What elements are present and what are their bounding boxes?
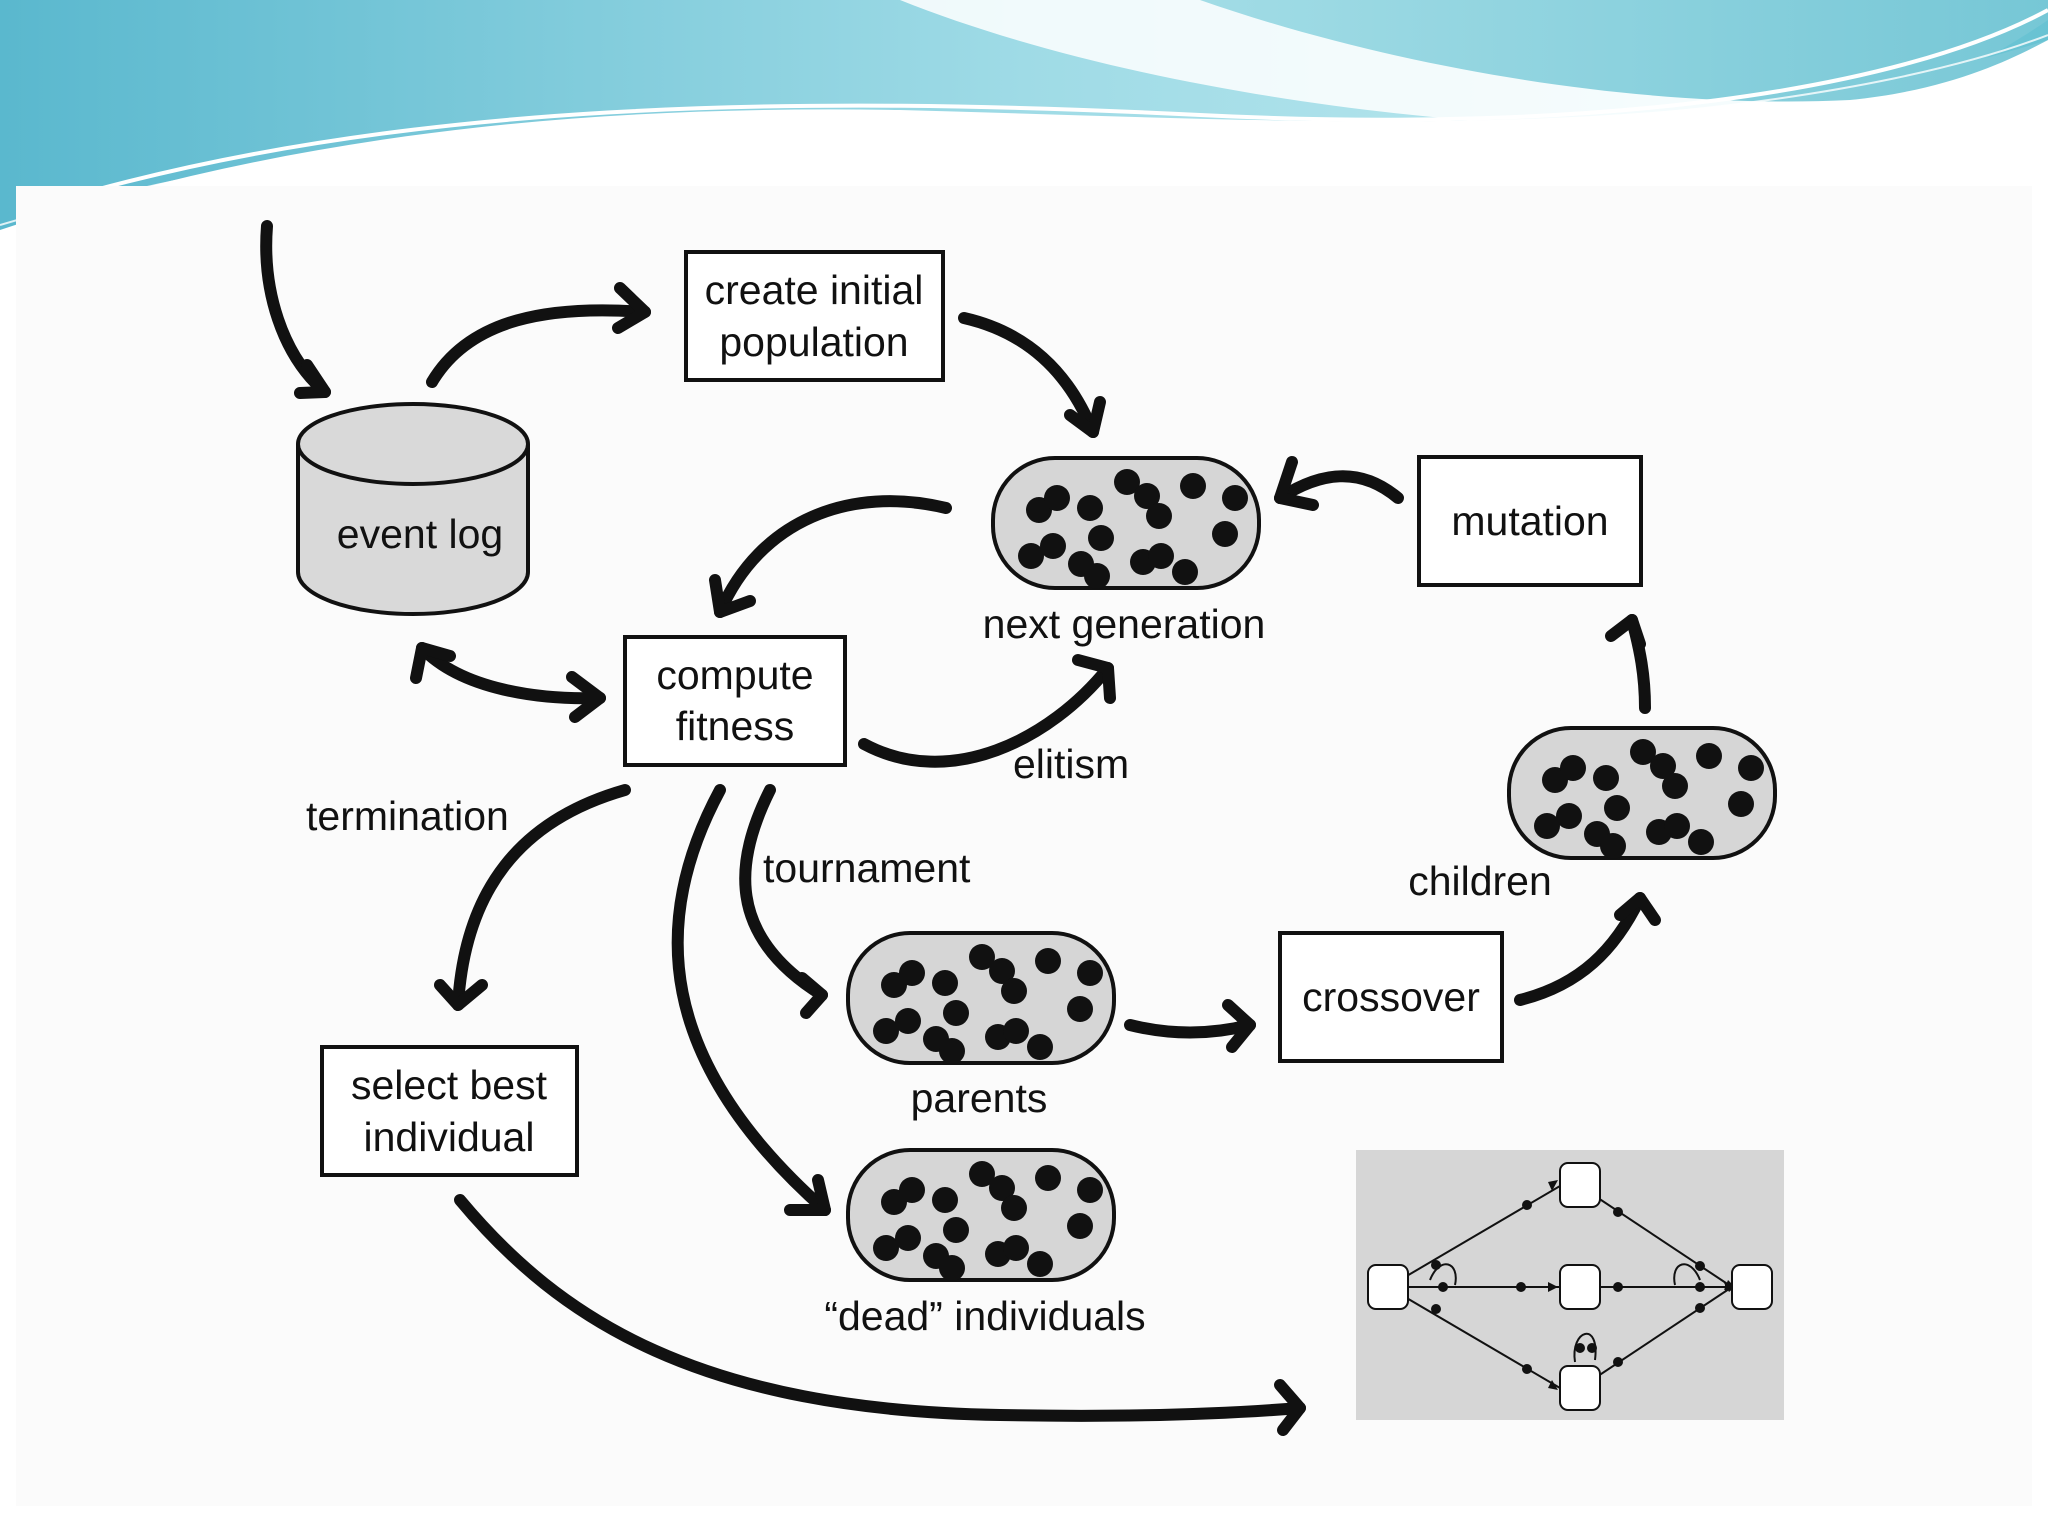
individual-dot — [1003, 1018, 1029, 1044]
individual-dot — [1146, 503, 1172, 529]
individual-dot — [1148, 543, 1174, 569]
select-best-individual-line1: select best — [351, 1062, 548, 1108]
create-initial-population-box: create initial population — [684, 250, 945, 382]
individual-dot — [989, 1175, 1015, 1201]
dead-individuals-pod — [846, 1148, 1116, 1282]
elitism-label: elitism — [1013, 741, 1129, 787]
flow-arrows — [260, 220, 1661, 1436]
individual-dot — [932, 970, 958, 996]
individual-dot — [1018, 543, 1044, 569]
individual-dot — [989, 958, 1015, 984]
individual-dot — [1003, 1235, 1029, 1261]
individual-dot — [1212, 521, 1238, 547]
individual-dot — [1696, 743, 1722, 769]
individual-dot — [1077, 1177, 1103, 1203]
children-label: children — [1408, 858, 1552, 904]
individual-dot — [1560, 755, 1586, 781]
individual-dot — [1593, 765, 1619, 791]
individual-dot — [1067, 996, 1093, 1022]
header-banner — [0, 0, 2048, 230]
individual-dot — [1688, 829, 1714, 855]
individual-dot — [873, 1235, 899, 1261]
individual-dot — [1728, 791, 1754, 817]
individual-dot — [1027, 1034, 1053, 1060]
tournament-label: tournament — [763, 845, 971, 891]
individual-dot — [1172, 559, 1198, 585]
next-generation-label: next generation — [983, 601, 1266, 647]
individual-dot — [1114, 469, 1140, 495]
individual-dot — [1630, 739, 1656, 765]
select-best-individual-line2: individual — [364, 1114, 535, 1160]
individual-dot — [1088, 525, 1114, 551]
parents-pod — [846, 931, 1116, 1065]
individual-dot — [1222, 485, 1248, 511]
individual-dot — [1738, 755, 1764, 781]
select-best-individual-box: select best individual — [320, 1045, 579, 1177]
individual-dot — [1650, 753, 1676, 779]
individual-dot — [899, 1177, 925, 1203]
termination-label: termination — [306, 793, 509, 839]
individual-dot — [1662, 773, 1688, 799]
individual-dot — [1035, 1165, 1061, 1191]
individual-dot — [1084, 563, 1110, 589]
compute-fitness-box: compute fitness — [623, 635, 847, 767]
individual-dot — [939, 1255, 965, 1281]
individual-dot — [1534, 813, 1560, 839]
individual-dot — [1077, 960, 1103, 986]
individual-dot — [895, 1008, 921, 1034]
mutation-label: mutation — [1451, 498, 1608, 544]
population-dots-icon — [1507, 726, 1777, 860]
individual-dot — [1664, 813, 1690, 839]
event-log-label: event log — [337, 511, 503, 557]
mutation-box: mutation — [1417, 455, 1643, 587]
individual-dot — [1604, 795, 1630, 821]
individual-dot — [943, 1217, 969, 1243]
process-model-graph-icon — [1356, 1150, 1784, 1420]
individual-dot — [969, 944, 995, 970]
individual-dot — [873, 1018, 899, 1044]
next-generation-pod — [991, 456, 1261, 590]
create-initial-population-line2: population — [719, 319, 908, 365]
children-pod — [1507, 726, 1777, 860]
individual-dot — [1027, 1251, 1053, 1277]
individual-dot — [1044, 485, 1070, 511]
individual-dot — [1067, 1213, 1093, 1239]
individual-dot — [1040, 533, 1066, 559]
individual-dot — [899, 960, 925, 986]
individual-dot — [1077, 495, 1103, 521]
individual-dot — [1180, 473, 1206, 499]
individual-dot — [939, 1038, 965, 1064]
population-dots-icon — [846, 1148, 1116, 1282]
compute-fitness-line2: fitness — [676, 703, 795, 749]
crossover-label: crossover — [1302, 974, 1480, 1020]
compute-fitness-line1: compute — [656, 652, 813, 698]
individual-dot — [1035, 948, 1061, 974]
individual-dot — [1001, 978, 1027, 1004]
create-initial-population-line1: create initial — [705, 267, 924, 313]
individual-dot — [1134, 483, 1160, 509]
individual-dot — [1556, 803, 1582, 829]
event-log-database: event log — [296, 402, 530, 616]
individual-dot — [932, 1187, 958, 1213]
individual-dot — [943, 1000, 969, 1026]
database-cylinder-icon — [296, 402, 530, 616]
individual-dot — [1001, 1195, 1027, 1221]
population-dots-icon — [846, 931, 1116, 1065]
dead-individuals-label: “dead” individuals — [824, 1293, 1145, 1339]
individual-dot — [969, 1161, 995, 1187]
individual-dot — [1600, 833, 1626, 859]
individual-dot — [895, 1225, 921, 1251]
parents-label: parents — [911, 1075, 1048, 1121]
crossover-box: crossover — [1278, 931, 1504, 1063]
population-dots-icon — [991, 456, 1261, 590]
